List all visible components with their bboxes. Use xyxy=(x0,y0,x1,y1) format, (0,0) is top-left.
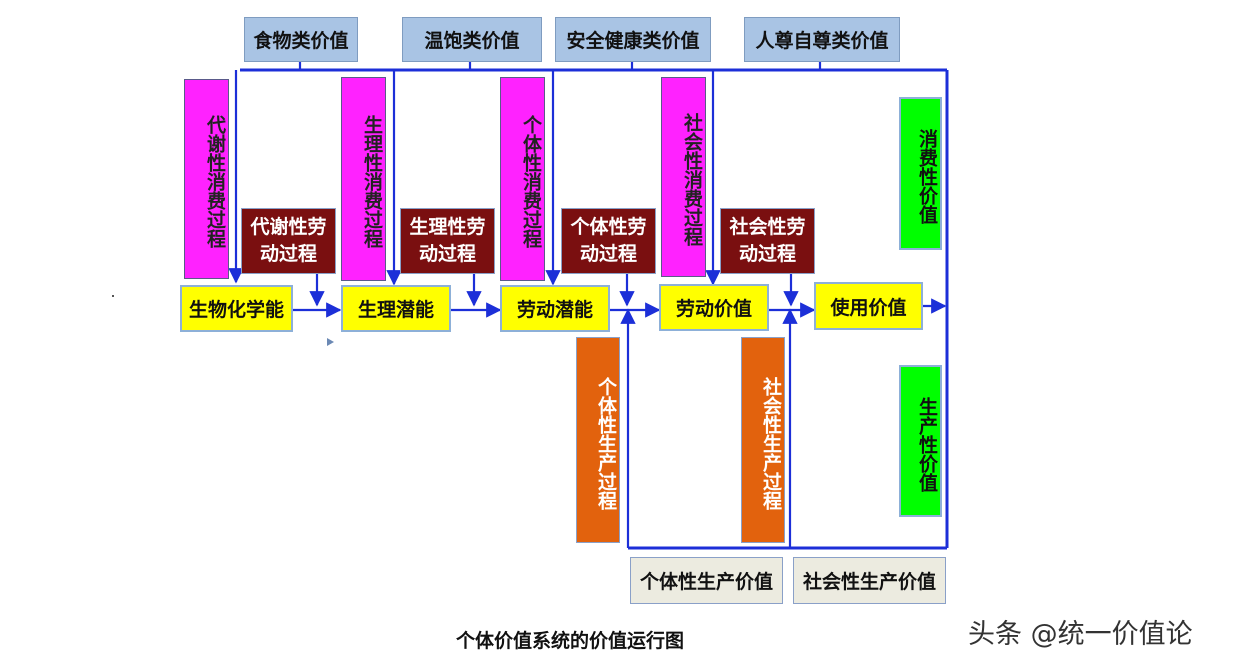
watermark: 头条 @统一价值论 xyxy=(968,619,1193,650)
value-productive: 生产性价值 xyxy=(899,365,942,517)
chain-biochemical-energy: 生物化学能 xyxy=(180,285,293,332)
production-individual: 个体性生产过程 xyxy=(576,337,620,543)
labor-social-label: 社会性劳动过程 xyxy=(729,216,806,265)
bottom-value-individual-production: 个体性生产价值 xyxy=(630,557,783,604)
labor-metabolic-label: 代谢性劳动过程 xyxy=(250,216,327,265)
consumption-metabolic: 代谢性消费过程 xyxy=(184,79,229,279)
labor-social: 社会性劳动过程 xyxy=(720,208,815,274)
production-social: 社会性生产过程 xyxy=(741,337,785,543)
labor-individual: 个体性劳动过程 xyxy=(561,208,656,274)
chain-physiological-potential: 生理潜能 xyxy=(341,285,451,332)
top-value-food: 食物类价值 xyxy=(244,17,358,62)
stray-dot xyxy=(112,295,114,297)
chain-use-value: 使用价值 xyxy=(814,282,923,330)
diagram-caption: 个体价值系统的价值运行图 xyxy=(455,630,684,652)
small-triangle-marker xyxy=(327,338,334,346)
labor-individual-label: 个体性劳动过程 xyxy=(570,216,647,265)
value-consumptive: 消费性价值 xyxy=(899,97,942,250)
consumption-social: 社会性消费过程 xyxy=(661,77,706,277)
top-value-dignity: 人尊自尊类价值 xyxy=(744,17,900,62)
top-value-safety: 安全健康类价值 xyxy=(555,17,711,62)
chain-labor-value: 劳动价值 xyxy=(659,284,769,331)
chain-labor-potential: 劳动潜能 xyxy=(500,285,610,332)
consumption-physiological: 生理性消费过程 xyxy=(341,77,386,281)
labor-physiological: 生理性劳动过程 xyxy=(400,208,495,274)
labor-physiological-label: 生理性劳动过程 xyxy=(409,216,486,265)
top-value-warmth: 温饱类价值 xyxy=(402,17,542,62)
consumption-individual: 个体性消费过程 xyxy=(500,77,545,281)
labor-metabolic: 代谢性劳动过程 xyxy=(241,208,336,274)
bottom-value-social-production: 社会性生产价值 xyxy=(793,557,946,604)
